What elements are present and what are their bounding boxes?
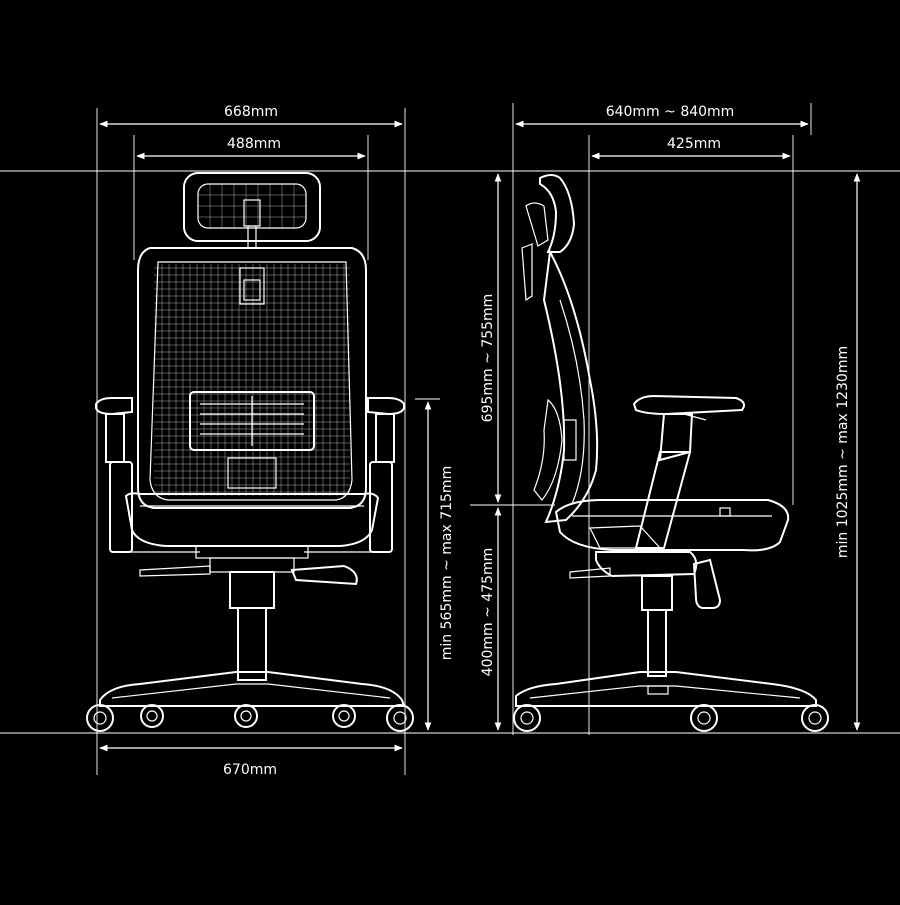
front-casters <box>86 704 414 732</box>
caster-icon <box>332 704 356 728</box>
armrest-height-label: min 565mm ~ max 715mm <box>439 466 455 660</box>
dimension-seat-height: 400mm ~ 475mm <box>480 507 502 731</box>
front-base <box>99 671 406 707</box>
front-headrest <box>183 172 321 249</box>
seat-height-label: 400mm ~ 475mm <box>480 548 496 677</box>
side-casters <box>513 704 829 732</box>
caster-icon <box>801 704 829 732</box>
reference-guides <box>0 103 900 775</box>
dimension-total-height: min 1025mm ~ max 1230mm <box>835 173 861 731</box>
dimension-back-width: 488mm <box>136 136 366 160</box>
base-width-label: 670mm <box>223 762 277 778</box>
dimension-seat-depth: 425mm <box>591 136 791 160</box>
caster-icon <box>140 704 164 728</box>
caster-icon <box>86 704 114 732</box>
front-backrest <box>137 247 367 509</box>
back-height-label: 695mm ~ 755mm <box>480 294 496 423</box>
dimension-armrest-height: min 565mm ~ max 715mm <box>424 401 455 731</box>
side-headrest <box>521 174 576 302</box>
overall-width-label: 668mm <box>224 104 278 120</box>
front-levers <box>139 564 358 586</box>
side-backrest <box>533 248 599 524</box>
dimension-base-width: 670mm <box>99 744 403 778</box>
side-view-chair <box>513 174 829 732</box>
front-view-chair <box>86 172 414 732</box>
caster-icon <box>234 704 258 728</box>
total-height-label: min 1025mm ~ max 1230mm <box>835 346 851 558</box>
front-armrest-right <box>304 397 405 553</box>
caster-icon <box>386 704 414 732</box>
front-seat <box>124 492 380 573</box>
side-base <box>515 671 817 707</box>
dimension-overall-width: 668mm <box>99 104 403 128</box>
side-gas-cylinder <box>641 575 673 677</box>
side-seat <box>554 499 790 552</box>
side-mechanism <box>569 551 722 609</box>
overall-depth-label: 640mm ~ 840mm <box>606 104 735 120</box>
side-armrest <box>632 394 745 549</box>
front-gas-cylinder <box>229 571 275 681</box>
front-armrest-left <box>95 397 200 553</box>
seat-depth-label: 425mm <box>667 136 721 152</box>
back-width-label: 488mm <box>227 136 281 152</box>
dimension-overall-depth: 640mm ~ 840mm <box>515 104 809 128</box>
caster-icon <box>513 704 541 732</box>
caster-icon <box>690 704 718 732</box>
dimension-back-height: 695mm ~ 755mm <box>480 173 502 503</box>
